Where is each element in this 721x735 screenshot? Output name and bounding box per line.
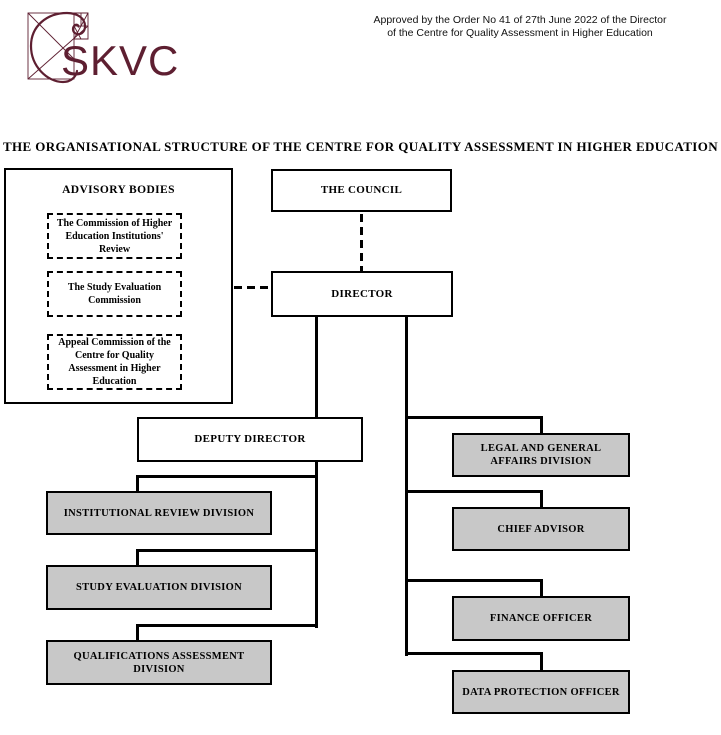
advisory-bodies-group: ADVISORY BODIES The Commission of Higher… [4, 168, 233, 404]
connector-branch-finance [405, 579, 543, 582]
deputy-director-box: DEPUTY DIRECTOR [137, 417, 363, 462]
logo-wordmark: SKVC [61, 37, 180, 84]
connector-branch-legal [405, 416, 543, 419]
institutional-review-division-box: INSTITUTIONAL REVIEW DIVISION [46, 491, 272, 535]
connector-stub-institutional-review [136, 475, 139, 493]
director-box: DIRECTOR [271, 271, 453, 317]
connector-stub-data-protection [540, 652, 543, 671]
legal-general-affairs-division-box: LEGAL AND GENERAL AFFAIRS DIVISION [452, 433, 630, 477]
data-protection-officer-box: DATA PROTECTION OFFICER [452, 670, 630, 714]
connector-advisory-director-dashed [234, 286, 271, 289]
finance-officer-box: FINANCE OFFICER [452, 596, 630, 641]
study-evaluation-division-box: STUDY EVALUATION DIVISION [46, 565, 272, 610]
connector-stub-qualifications [136, 624, 139, 642]
connector-branch-chief-advisor [405, 490, 543, 493]
chief-advisor-box: CHIEF ADVISOR [452, 507, 630, 551]
skvc-golden-spiral-logo-icon [27, 11, 89, 84]
connector-council-director-dashed [360, 214, 363, 271]
connector-stub-legal [540, 416, 543, 434]
page-title: THE ORGANISATIONAL STRUCTURE OF THE CENT… [2, 139, 719, 154]
connector-director-deputy [315, 315, 318, 417]
connector-branch-qualifications [136, 624, 317, 627]
commission-higher-education-review-box: The Commission of Higher Education Insti… [47, 213, 182, 259]
appeal-commission-box: Appeal Commission of the Centre for Qual… [47, 334, 182, 390]
connector-deputy-trunk [315, 462, 318, 628]
connector-branch-study-evaluation [136, 549, 317, 552]
connector-stub-finance [540, 579, 543, 597]
connector-stub-chief-advisor [540, 490, 543, 508]
approval-note-line1: Approved by the Order No 41 of 27th June… [373, 14, 667, 26]
council-box: THE COUNCIL [271, 169, 452, 212]
qualifications-assessment-division-box: QUALIFICATIONS ASSESSMENT DIVISION [46, 640, 272, 685]
connector-stub-study-evaluation [136, 549, 139, 567]
connector-branch-institutional-review [136, 475, 317, 478]
advisory-bodies-label: ADVISORY BODIES [62, 184, 175, 196]
approval-note-line2: of the Centre for Quality Assessment in … [387, 27, 653, 39]
connector-branch-data-protection [405, 652, 543, 655]
study-evaluation-commission-box: The Study Evaluation Commission [47, 271, 182, 317]
connector-director-right-trunk [405, 315, 408, 656]
approval-note: Approved by the Order No 41 of 27th June… [370, 14, 670, 40]
